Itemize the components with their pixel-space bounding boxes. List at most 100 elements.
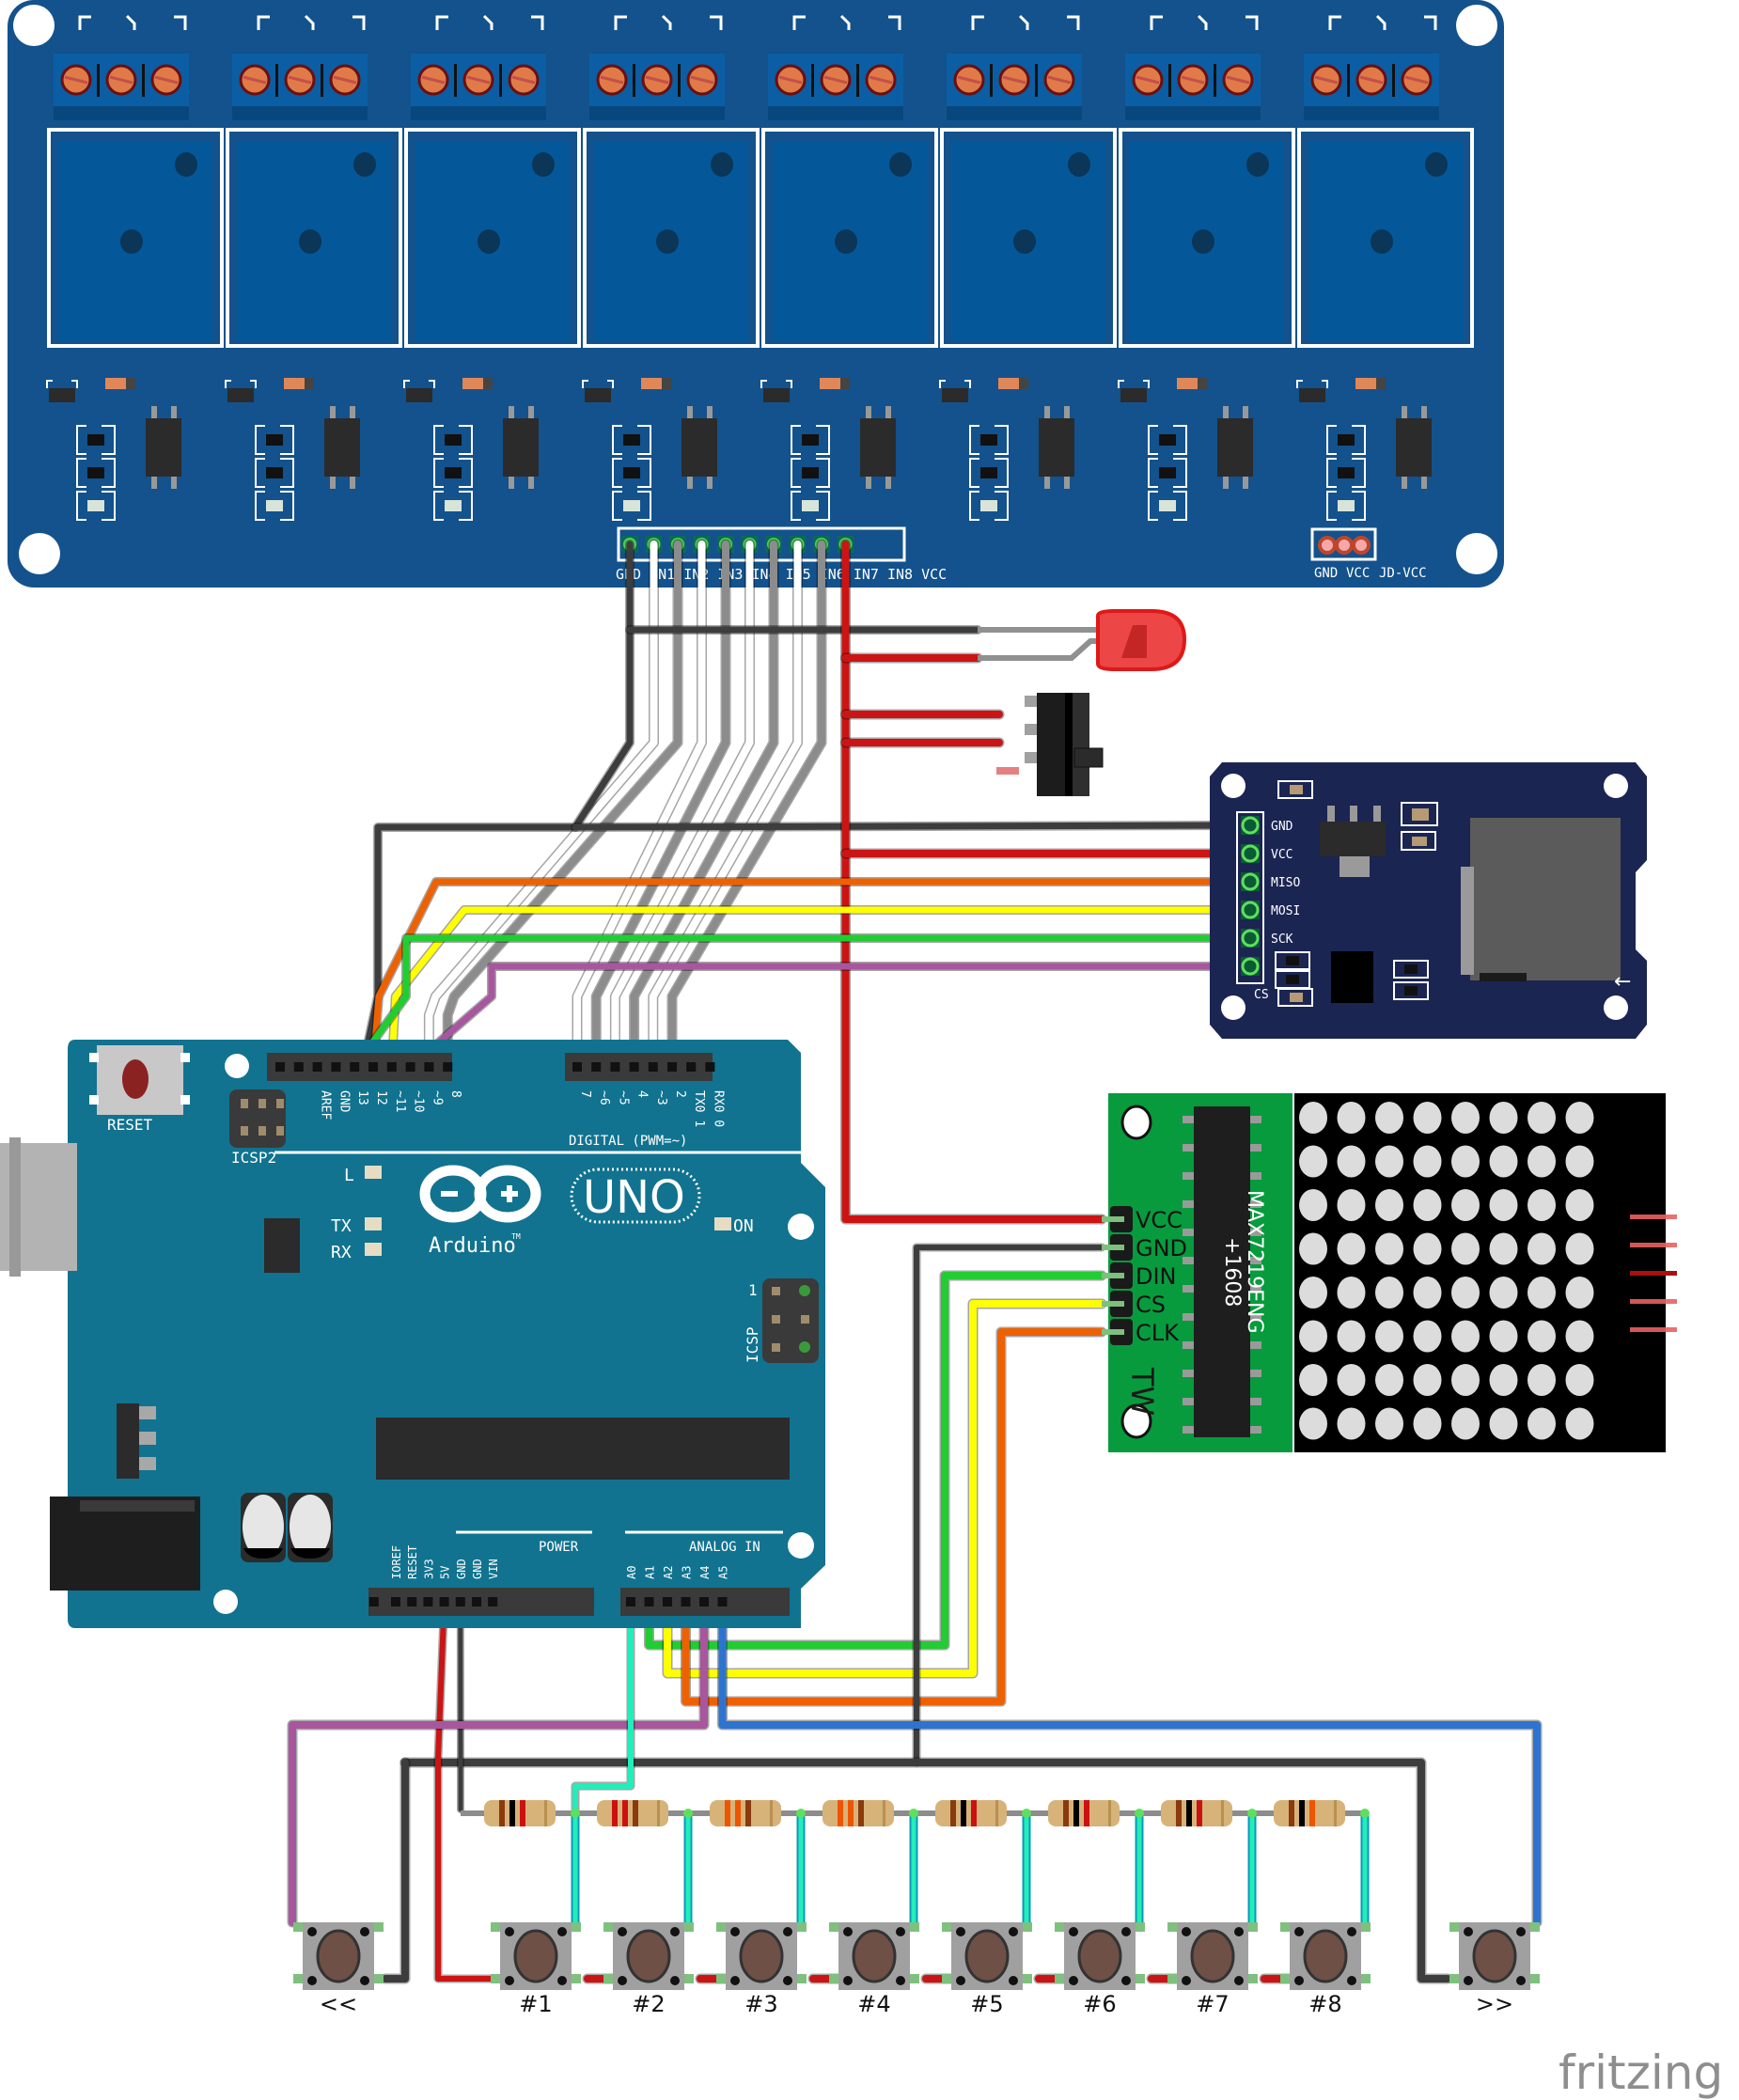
sd-gnd-wire[interactable] <box>572 822 1254 831</box>
opto-pin <box>171 477 177 489</box>
digital-pin-nc[interactable] <box>275 1062 285 1072</box>
diode-band <box>1376 378 1386 389</box>
vcc-wire[interactable] <box>841 541 1105 1223</box>
button-cap[interactable] <box>852 1929 897 1983</box>
digital-pin-~9[interactable] <box>424 1062 434 1072</box>
button-corner <box>505 1927 514 1936</box>
resistor-band <box>1084 1800 1089 1826</box>
push-button-5[interactable] <box>829 1922 919 1990</box>
button-pin <box>1055 1922 1064 1932</box>
red-led[interactable] <box>978 609 1187 671</box>
analog-pin-a0[interactable] <box>626 1597 635 1606</box>
digital-pin-~3[interactable] <box>648 1062 658 1072</box>
power-pin-gnd[interactable] <box>455 1597 465 1606</box>
digital-pin-7[interactable] <box>572 1062 582 1072</box>
slide-switch[interactable] <box>996 693 1104 796</box>
button-cap[interactable] <box>964 1929 1010 1983</box>
relay-signal-wire-in8[interactable] <box>668 541 825 1071</box>
jumper-pin-gnd <box>1318 536 1337 555</box>
button-cap[interactable] <box>1190 1929 1235 1983</box>
button-cap[interactable] <box>626 1929 671 1983</box>
push-button-8[interactable] <box>1167 1922 1258 1990</box>
digital-pin-TX0 1[interactable] <box>686 1062 697 1072</box>
button-cap[interactable] <box>1077 1929 1122 1983</box>
digital-pin-8[interactable] <box>443 1062 453 1072</box>
contact-symbol <box>435 15 448 30</box>
button-cap[interactable] <box>1303 1929 1348 1983</box>
transistor <box>585 388 611 402</box>
relay-signal-wire-in5[interactable] <box>611 541 754 1071</box>
brand-label: Arduino <box>429 1234 516 1258</box>
matrix-clk-wire[interactable] <box>682 1328 1105 1705</box>
button-next-wire[interactable] <box>718 1598 1541 1926</box>
button-pin <box>1280 1922 1290 1932</box>
sd-mosi-wire[interactable] <box>388 906 1254 1071</box>
relay-signal-wire-in6[interactable] <box>630 541 777 1071</box>
digital-pin-nc[interactable] <box>293 1062 304 1072</box>
power-pin-3v3[interactable] <box>423 1597 433 1606</box>
button-gnd-bus[interactable] <box>401 1759 1451 1982</box>
digital-pin-RX0 0[interactable] <box>705 1062 715 1072</box>
button-cap[interactable] <box>513 1929 558 1983</box>
power-pin-ioref[interactable] <box>391 1597 400 1606</box>
digital-pin-~6[interactable] <box>591 1062 602 1072</box>
analog-pin-a2[interactable] <box>663 1597 672 1606</box>
digital-pin-AREF[interactable] <box>312 1062 322 1072</box>
button-cap[interactable] <box>316 1929 361 1983</box>
digital-pin-~11[interactable] <box>386 1062 397 1072</box>
digital-pin-12[interactable] <box>368 1062 378 1072</box>
button-cap[interactable] <box>739 1929 784 1983</box>
digital-pin-~10[interactable] <box>405 1062 415 1072</box>
relay-signal-wire-in1[interactable] <box>425 541 658 1071</box>
push-button-3[interactable] <box>603 1922 694 1990</box>
switch-knob[interactable] <box>1073 747 1104 768</box>
analog-pin-a3[interactable] <box>681 1597 691 1606</box>
matrix-din-wire[interactable] <box>645 1272 1105 1649</box>
push-button-4[interactable] <box>716 1922 807 1990</box>
push-button-10[interactable] <box>1449 1922 1540 1990</box>
power-pin-reset[interactable] <box>407 1597 417 1606</box>
push-button-2[interactable] <box>491 1922 581 1990</box>
diode-band <box>662 378 671 389</box>
digital-pin-2[interactable] <box>667 1062 677 1072</box>
button-gnd-left[interactable] <box>382 1759 409 1982</box>
optocoupler <box>1039 418 1074 477</box>
push-button-1[interactable] <box>293 1922 384 1990</box>
opto-pin <box>528 477 534 489</box>
relay-signal-wire-in7[interactable] <box>649 541 802 1071</box>
relay-dot <box>835 229 857 254</box>
power-pin-gnd[interactable] <box>472 1597 481 1606</box>
analog-pin-a1[interactable] <box>644 1597 654 1606</box>
contact-symbol <box>531 15 544 30</box>
button-corner <box>1294 1976 1304 1985</box>
reset-button[interactable] <box>89 1045 190 1115</box>
push-button-6[interactable] <box>942 1922 1032 1990</box>
relay-signal-wire-in4[interactable] <box>592 541 729 1071</box>
matrix-cs-wire[interactable] <box>664 1300 1105 1677</box>
power-pin-5v[interactable] <box>439 1597 449 1606</box>
screw-slot <box>1359 75 1384 85</box>
relay-channel-4 <box>582 14 760 521</box>
relay-signal-wire-in3[interactable] <box>573 541 706 1071</box>
digital-pin-13[interactable] <box>350 1062 360 1072</box>
smd-outline <box>76 458 116 488</box>
digital-pin-GND[interactable] <box>331 1062 341 1072</box>
matrix-gnd-wire[interactable] <box>914 1245 1104 1765</box>
analog-pin-a5[interactable] <box>717 1597 728 1606</box>
push-button-7[interactable] <box>1055 1922 1145 1990</box>
sd-cs-wire[interactable] <box>407 963 1254 1071</box>
sd-sck-wire[interactable] <box>351 934 1254 1071</box>
button-prev-wire[interactable] <box>289 1598 708 1926</box>
button-5v-wire[interactable] <box>435 1599 529 1982</box>
analog-ladder-wire[interactable] <box>572 1599 634 1812</box>
transistor-outline <box>225 380 257 388</box>
analog-pin-a4[interactable] <box>699 1597 709 1606</box>
button-cap[interactable] <box>1472 1929 1517 1983</box>
chip-pin <box>1183 1229 1194 1236</box>
push-button-9[interactable] <box>1280 1922 1371 1990</box>
button-corner <box>1516 1927 1526 1936</box>
digital-pin-~5[interactable] <box>610 1062 620 1072</box>
digital-pin-4[interactable] <box>629 1062 639 1072</box>
power-pin-vin[interactable] <box>488 1597 498 1606</box>
button-pin <box>1280 1974 1290 1983</box>
